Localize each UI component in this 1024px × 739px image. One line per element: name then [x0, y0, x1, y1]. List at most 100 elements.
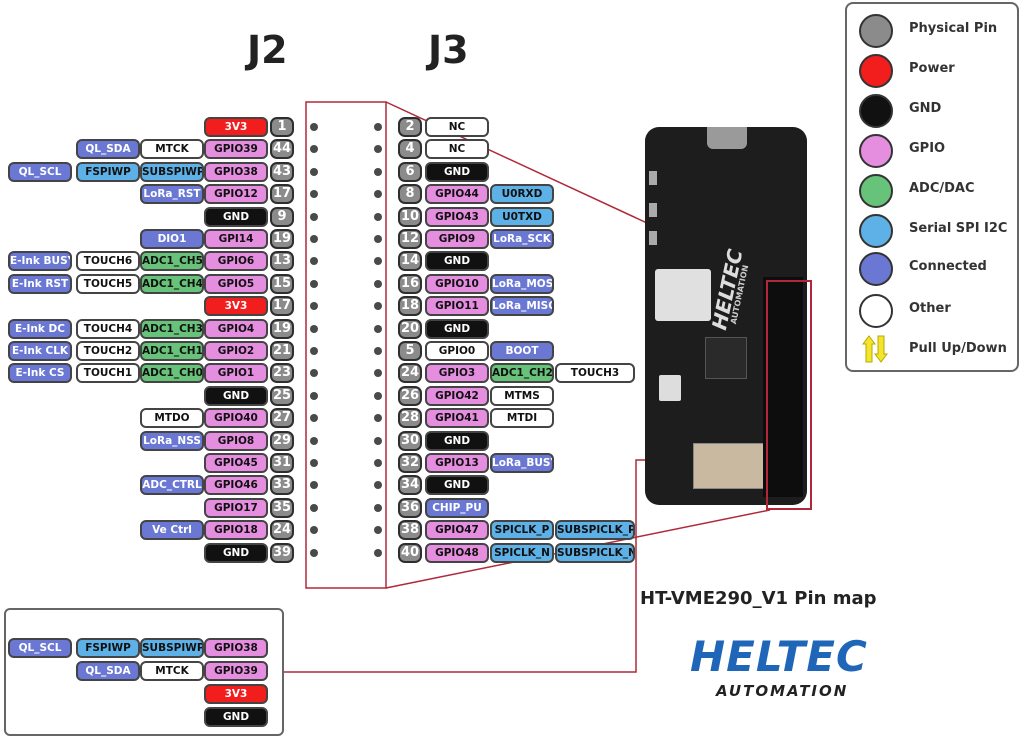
pin-label-adc1-ch5: ADC1_CH5 [140, 251, 204, 271]
pin-label-gpio2: GPIO2 [204, 341, 268, 361]
j2-pin-dot [310, 347, 318, 355]
pin-label-gnd: GND [425, 475, 489, 495]
pin-label-adc1-ch1: ADC1_CH1 [140, 341, 204, 361]
j2-pin-number: 19 [270, 229, 294, 249]
pin-label-boot: BOOT [490, 341, 554, 361]
legend-label: ADC/DAC [909, 181, 975, 196]
battery-connector [659, 375, 681, 401]
j3-pin-dot [374, 190, 382, 198]
fpc-connector [693, 443, 765, 489]
pin-label-e-ink-cs: E-Ink CS [8, 363, 72, 383]
pin-label-mtms: MTMS [490, 386, 554, 406]
j3-pin-dot [374, 459, 382, 467]
j3-pin-number: 2 [398, 117, 422, 137]
j3-pin-dot [374, 481, 382, 489]
side-button-1 [649, 171, 657, 185]
j2-pin-number: 21 [270, 341, 294, 361]
j3-pin-number: 40 [398, 543, 422, 563]
j2-pin-number: 24 [270, 520, 294, 540]
pin-label-gnd: GND [204, 207, 268, 227]
j3-pin-dot [374, 526, 382, 534]
pin-label-gnd: GND [425, 251, 489, 271]
j3-pin-number: 8 [398, 184, 422, 204]
j2-pin-number: 39 [270, 543, 294, 563]
j2-pin-dot [310, 481, 318, 489]
legend-swatch [859, 214, 893, 248]
j2-pin-dot [310, 459, 318, 467]
pin-label-touch3: TOUCH3 [555, 363, 635, 383]
legend-label: Power [909, 61, 955, 76]
j2-pin-dot [310, 369, 318, 377]
pin-label-touch1: TOUCH1 [76, 363, 140, 383]
pin-label-ql-sda: QL_SDA [76, 139, 140, 159]
j2-pin-dot [310, 302, 318, 310]
pin-label-chip-pu: CHIP_PU [425, 498, 489, 518]
pin-label-3v3: 3V3 [204, 296, 268, 316]
side-button-2 [649, 203, 657, 217]
j3-pin-number: 32 [398, 453, 422, 473]
j3-pin-dot [374, 504, 382, 512]
pin-label-touch2: TOUCH2 [76, 341, 140, 361]
j2-pin-dot [310, 168, 318, 176]
pin-label-nc: NC [425, 139, 489, 159]
j2-header: J2 [247, 28, 288, 72]
pin-label-nc: NC [425, 117, 489, 137]
j2-pin-dot [310, 190, 318, 198]
j2-pin-number: 17 [270, 184, 294, 204]
j2-pin-number: 15 [270, 274, 294, 294]
j3-pin-number: 28 [398, 408, 422, 428]
pin-label-gnd: GND [425, 319, 489, 339]
legend-label: Serial SPI I2C [909, 221, 1008, 236]
pin-label-mtck: MTCK [140, 661, 204, 681]
pin-label-e-ink-clk: E-Ink CLK [8, 341, 72, 361]
j3-pin-number: 5 [398, 341, 422, 361]
pin-label-ql-scl: QL_SCL [8, 638, 72, 658]
pin-label-lora-nss: LoRa_NSS [140, 431, 204, 451]
pin-label-gpio0: GPIO0 [425, 341, 489, 361]
legend-label: Physical Pin [909, 21, 998, 36]
pin-label-mtck: MTCK [140, 139, 204, 159]
j3-pin-dot [374, 257, 382, 265]
pin-label-lora-miso: LoRa_MISO [490, 296, 554, 316]
pin-label-lora-rst: LoRa_RST [140, 184, 204, 204]
j3-pin-number: 30 [398, 431, 422, 451]
pin-label-adc-ctrl: ADC_CTRL [140, 475, 204, 495]
pin-label-gpio10: GPIO10 [425, 274, 489, 294]
pin-label-gpio8: GPIO8 [204, 431, 268, 451]
pin-label-gpi14: GPI14 [204, 229, 268, 249]
j2-pin-number: 1 [270, 117, 294, 137]
pin-label-subspiwp: SUBSPIWP [140, 638, 204, 658]
pin-label-gpio6: GPIO6 [204, 251, 268, 271]
pin-label-fspiwp: FSPIWP [76, 162, 140, 182]
legend-swatch [859, 294, 893, 328]
j3-header: J3 [428, 28, 469, 72]
j2-pin-dot [310, 392, 318, 400]
j3-pin-number: 38 [398, 520, 422, 540]
pin-label-gpio9: GPIO9 [425, 229, 489, 249]
lora-module [655, 269, 711, 321]
pin-label-gpio42: GPIO42 [425, 386, 489, 406]
pin-label-gpio18: GPIO18 [204, 520, 268, 540]
pin-label-gpio41: GPIO41 [425, 408, 489, 428]
pin-label-mtdi: MTDI [490, 408, 554, 428]
pin-label-3v3: 3V3 [204, 117, 268, 137]
pin-label-u0txd: U0TXD [490, 207, 554, 227]
j3-pin-dot [374, 145, 382, 153]
pin-label-ql-sda: QL_SDA [76, 661, 140, 681]
mcu-chip [705, 337, 747, 379]
j3-pin-dot [374, 302, 382, 310]
up-down-arrows-icon [862, 335, 888, 363]
j2-pin-number: 9 [270, 207, 294, 227]
j3-pin-dot [374, 369, 382, 377]
pin-label-ql-scl: QL_SCL [8, 162, 72, 182]
pin-label-ve-ctrl: Ve Ctrl [140, 520, 204, 540]
j2-pin-number: 27 [270, 408, 294, 428]
inset-leader-line [284, 459, 648, 673]
pin-label-adc1-ch3: ADC1_CH3 [140, 319, 204, 339]
j2-pin-number: 23 [270, 363, 294, 383]
j3-pin-dot [374, 213, 382, 221]
legend-swatch [859, 54, 893, 88]
pin-label-gpio43: GPIO43 [425, 207, 489, 227]
pin-label-gnd: GND [425, 162, 489, 182]
